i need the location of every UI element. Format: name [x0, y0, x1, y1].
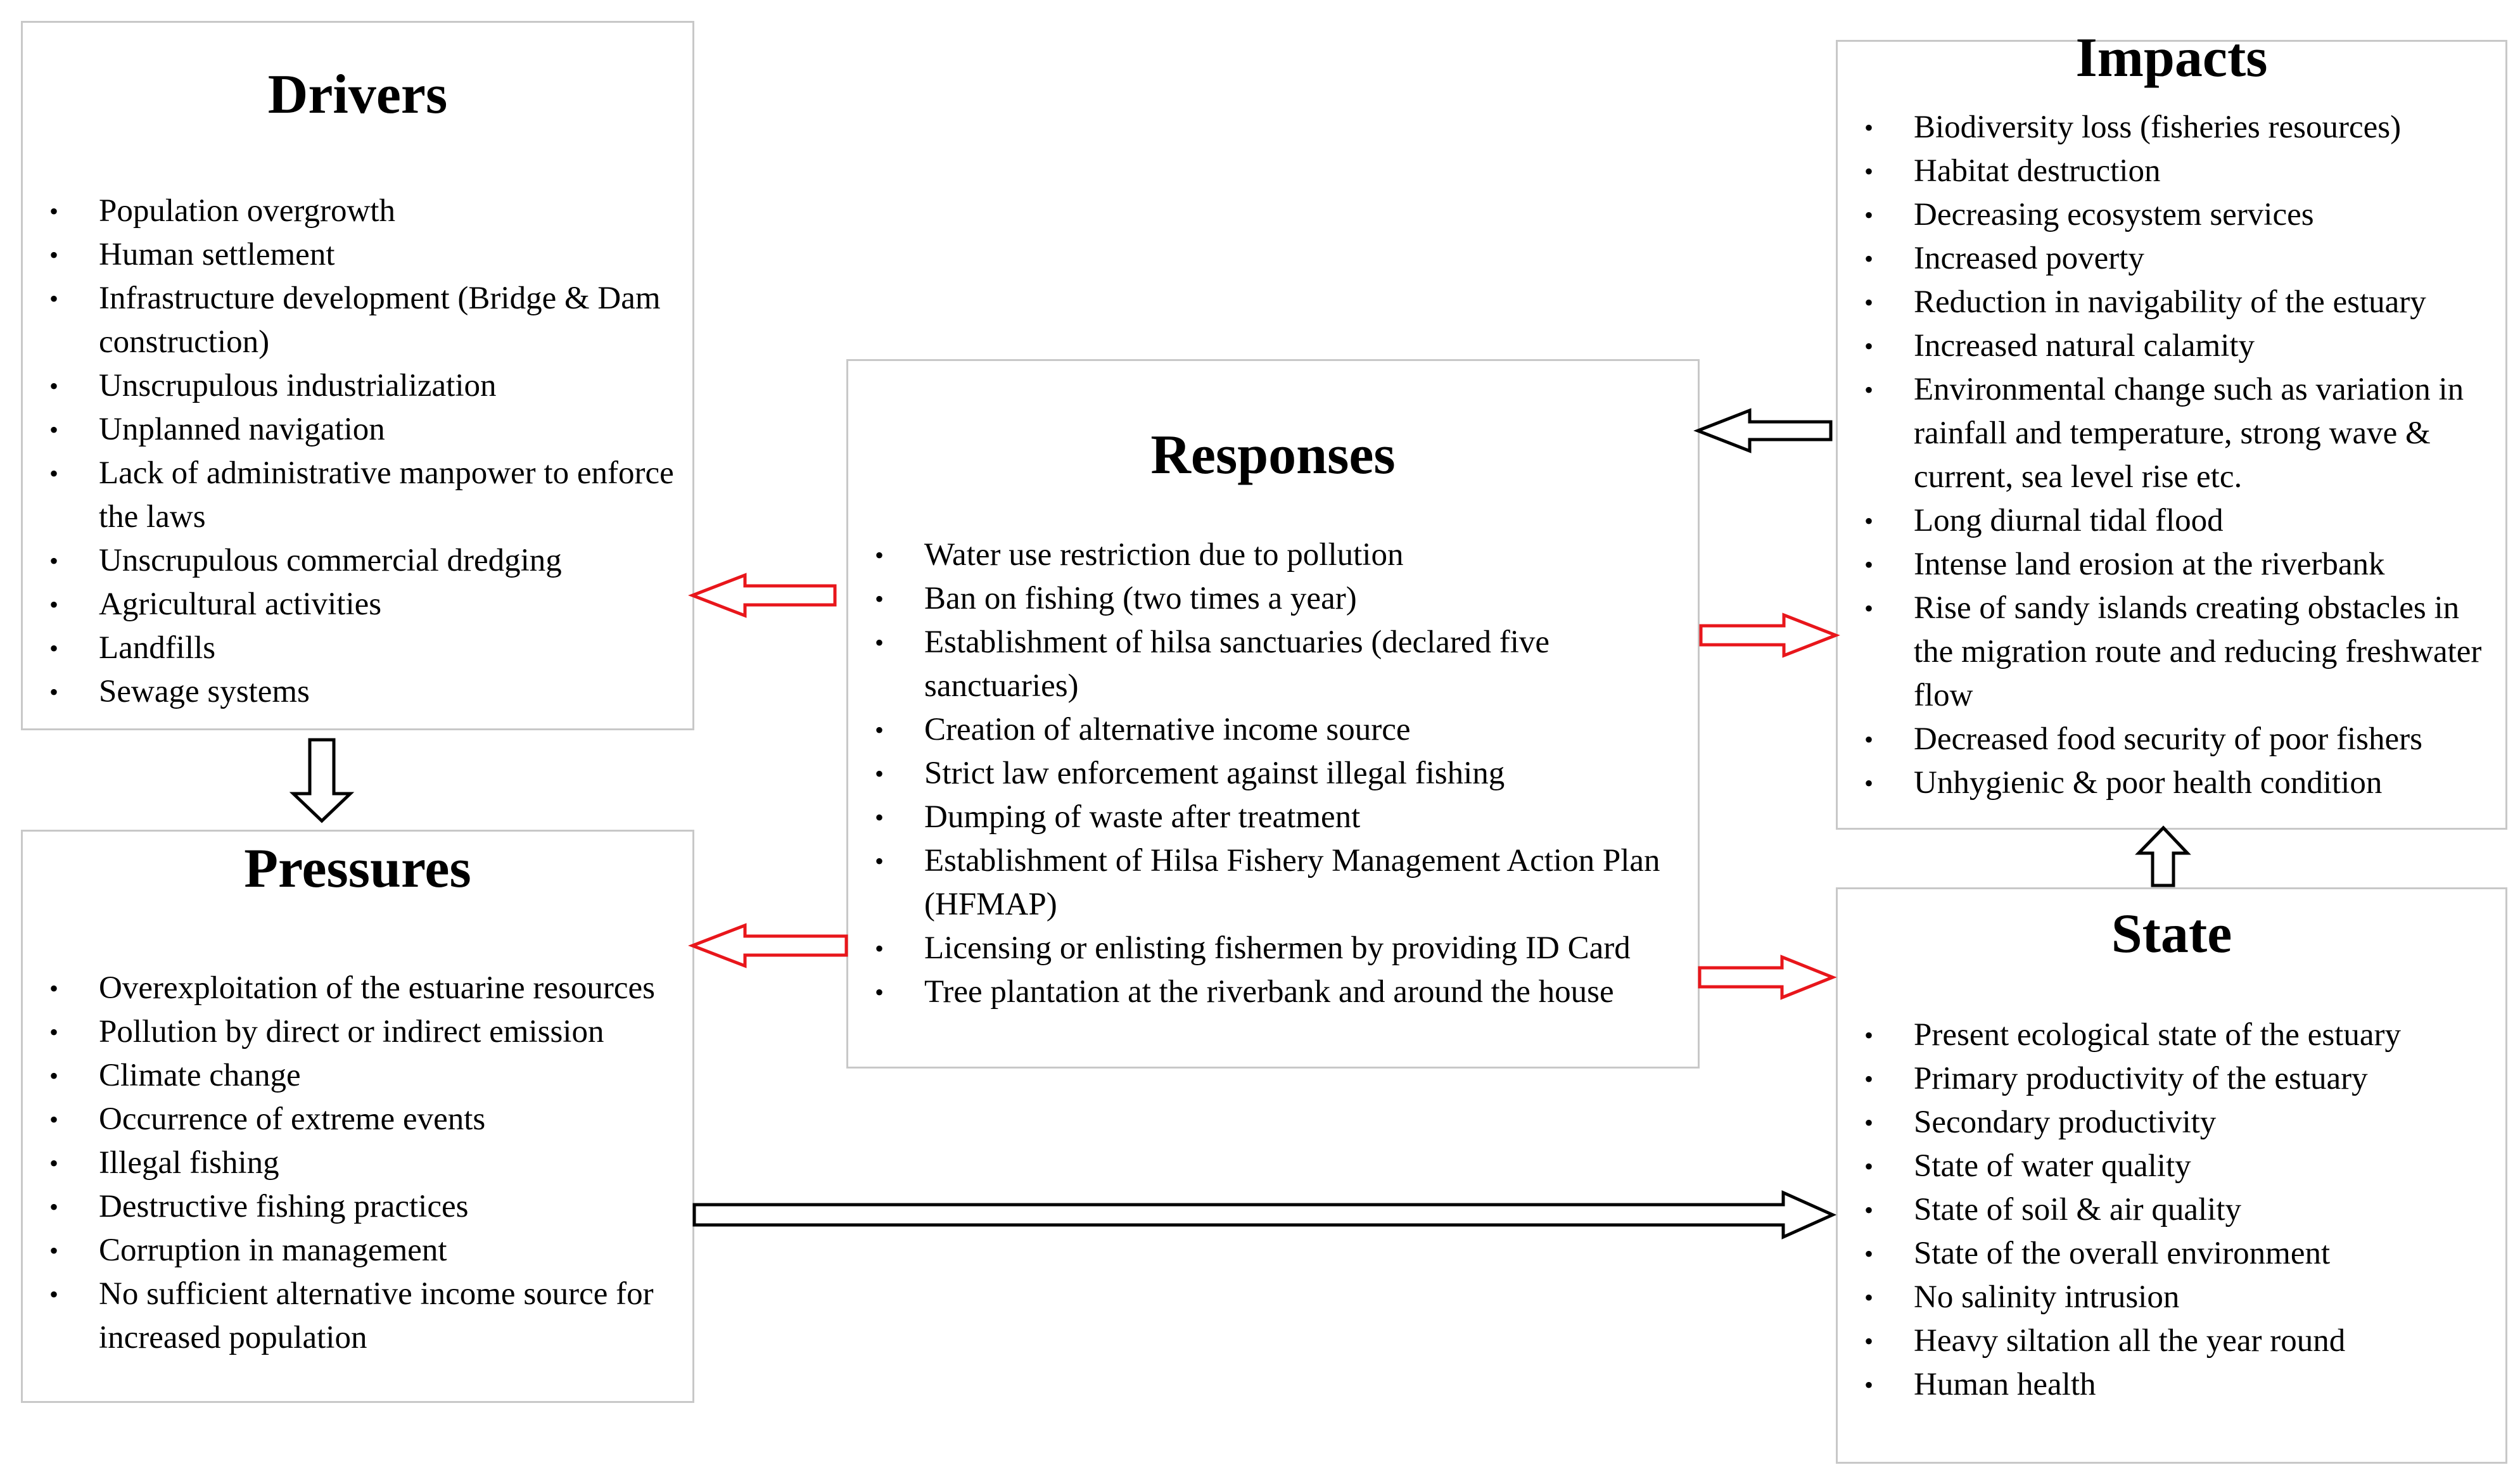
- arrow-responses-to-impacts: [1699, 612, 1840, 658]
- list-item: Habitat destruction: [1857, 149, 2503, 193]
- responses-box: Responses Water use restriction due to p…: [846, 359, 1700, 1069]
- state-box: State Present ecological state of the es…: [1836, 887, 2507, 1464]
- pressures-title: Pressures: [244, 838, 471, 899]
- list-item: Illegal fishing: [42, 1141, 688, 1185]
- list-item: Tree plantation at the riverbank and aro…: [867, 970, 1691, 1014]
- list-item: Agricultural activities: [42, 583, 688, 626]
- list-item: Decreasing ecosystem services: [1857, 193, 2503, 237]
- list-item: Heavy siltation all the year round: [1857, 1319, 2503, 1363]
- list-item: Occurrence of extreme events: [42, 1098, 688, 1141]
- list-item: No sufficient alternative income source …: [42, 1272, 688, 1360]
- list-item: Corruption in management: [42, 1229, 688, 1272]
- arrow-responses-to-drivers: [688, 573, 837, 618]
- list-item: Unhygienic & poor health condition: [1857, 761, 2503, 805]
- arrow-impacts-to-responses: [1693, 408, 1833, 453]
- list-item: Overexploitation of the estuarine resour…: [42, 967, 688, 1010]
- list-item: Present ecological state of the estuary: [1857, 1013, 2503, 1057]
- list-item: Increased poverty: [1857, 237, 2503, 281]
- arrow-drivers-to-pressures: [289, 738, 355, 823]
- impacts-list: Biodiversity loss (fisheries resources) …: [1857, 106, 2503, 805]
- impacts-box: Impacts Biodiversity loss (fisheries res…: [1836, 30, 2507, 830]
- arrow-pressures-to-state: [692, 1190, 1837, 1240]
- list-item: Establishment of Hilsa Fishery Managemen…: [867, 839, 1691, 927]
- arrow-responses-to-state: [1698, 954, 1837, 1000]
- drivers-title: Drivers: [267, 64, 448, 125]
- list-item: Climate change: [42, 1054, 688, 1098]
- list-item: State of water quality: [1857, 1145, 2503, 1188]
- list-item: Licensing or enlisting fishermen by prov…: [867, 927, 1691, 970]
- list-item: Establishment of hilsa sanctuaries (decl…: [867, 621, 1691, 708]
- list-item: Creation of alternative income source: [867, 708, 1691, 752]
- arrow-state-to-impacts: [2135, 825, 2191, 887]
- list-item: Destructive fishing practices: [42, 1185, 688, 1229]
- list-item: Dumping of waste after treatment: [867, 796, 1691, 839]
- list-item: Decreased food security of poor fishers: [1857, 718, 2503, 761]
- drivers-box: Drivers Population overgrowth Human sett…: [21, 21, 694, 730]
- pressures-list: Overexploitation of the estuarine resour…: [42, 967, 688, 1360]
- list-item: Unscrupulous industrialization: [42, 364, 688, 408]
- list-item: Long diurnal tidal flood: [1857, 499, 2503, 543]
- list-item: Human health: [1857, 1363, 2503, 1407]
- list-item: Lack of administrative manpower to enfor…: [42, 452, 688, 539]
- list-item: Population overgrowth: [42, 189, 688, 233]
- list-item: Water use restriction due to pollution: [867, 533, 1691, 577]
- list-item: State of the overall environment: [1857, 1232, 2503, 1276]
- list-item: Ban on fishing (two times a year): [867, 577, 1691, 621]
- responses-title: Responses: [1150, 424, 1396, 486]
- drivers-list: Population overgrowth Human settlement I…: [42, 189, 688, 714]
- list-item: Infrastructure development (Bridge & Dam…: [42, 277, 688, 364]
- state-title: State: [2111, 903, 2232, 965]
- list-item: Rise of sandy islands creating obstacles…: [1857, 587, 2503, 718]
- list-item: Intense land erosion at the riverbank: [1857, 543, 2503, 587]
- pressures-box: Pressures Overexploitation of the estuar…: [21, 830, 694, 1403]
- list-item: Unplanned navigation: [42, 408, 688, 452]
- impacts-title: Impacts: [2075, 27, 2268, 89]
- state-list: Present ecological state of the estuary …: [1857, 1013, 2503, 1407]
- list-item: Sewage systems: [42, 670, 688, 714]
- arrow-responses-to-pressures: [688, 923, 848, 968]
- list-item: Secondary productivity: [1857, 1101, 2503, 1145]
- list-item: Unscrupulous commercial dredging: [42, 539, 688, 583]
- list-item: Landfills: [42, 626, 688, 670]
- responses-list: Water use restriction due to pollution B…: [867, 533, 1691, 1014]
- list-item: Biodiversity loss (fisheries resources): [1857, 106, 2503, 149]
- list-item: Strict law enforcement against illegal f…: [867, 752, 1691, 796]
- list-item: Increased natural calamity: [1857, 324, 2503, 368]
- list-item: No salinity intrusion: [1857, 1276, 2503, 1319]
- list-item: State of soil & air quality: [1857, 1188, 2503, 1232]
- list-item: Reduction in navigability of the estuary: [1857, 281, 2503, 324]
- list-item: Human settlement: [42, 233, 688, 277]
- list-item: Primary productivity of the estuary: [1857, 1057, 2503, 1101]
- list-item: Environmental change such as variation i…: [1857, 368, 2503, 499]
- list-item: Pollution by direct or indirect emission: [42, 1010, 688, 1054]
